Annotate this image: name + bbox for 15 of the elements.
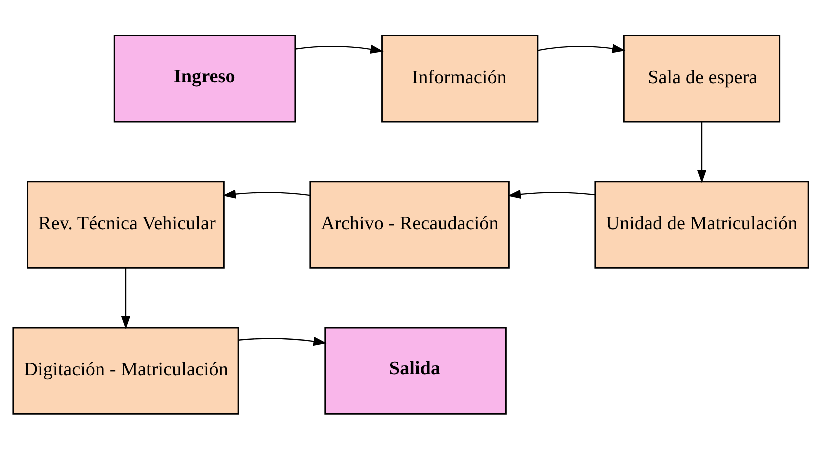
node-box: Digitación - Matriculación — [12, 327, 240, 415]
node-box: Archivo - Recaudación — [310, 181, 510, 269]
node-box: Salida — [324, 327, 507, 415]
arrow — [238, 337, 327, 346]
arrow — [538, 44, 626, 54]
node-box: Información — [382, 35, 539, 123]
arrow — [222, 190, 310, 199]
arrow — [121, 268, 131, 330]
node-box: Ingreso — [114, 35, 296, 123]
arrow — [508, 190, 596, 200]
arrow — [697, 122, 707, 184]
arrow — [296, 44, 384, 54]
node-box: Sala de espera — [623, 35, 781, 123]
node-box: Rev. Técnica Vehicular — [27, 181, 225, 269]
node-box: Unidad de Matriculación — [594, 181, 810, 269]
